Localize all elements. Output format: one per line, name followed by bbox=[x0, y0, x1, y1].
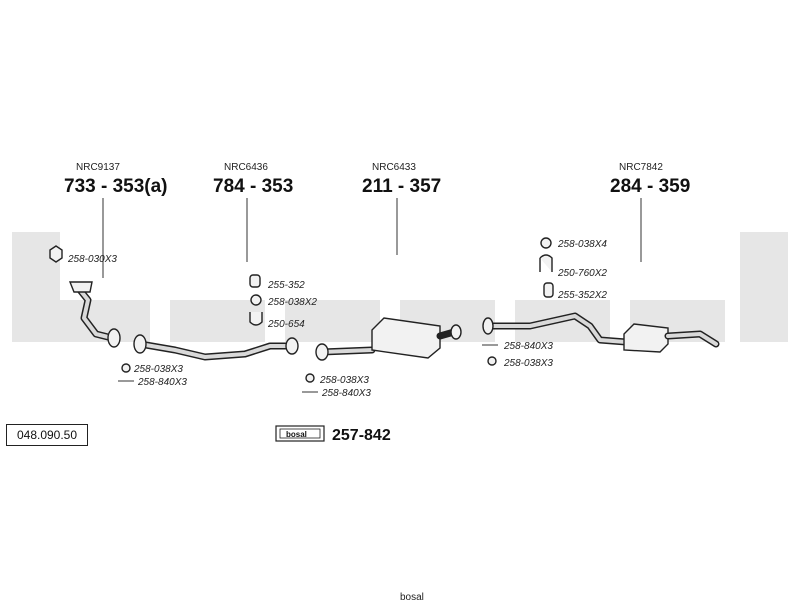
fitting-rear-gasket-top: 258-038X4 bbox=[540, 237, 607, 250]
watermark-bosal: bosal bbox=[12, 232, 788, 600]
fitting-center-bolt: 258-840X3 bbox=[302, 388, 371, 399]
watermark-text: bosal bbox=[400, 592, 424, 600]
fitting-label-front-pipe-bolt: 258-840X3 bbox=[137, 377, 187, 388]
gasket-icon bbox=[540, 237, 552, 249]
fitting-manifold-nut: 258-030X3 bbox=[49, 245, 117, 265]
mounting-kit: bosal 257-842 bbox=[275, 425, 391, 444]
part-number-1: 733 - 353(a) bbox=[64, 176, 168, 197]
rear-pipe-inlet-flange bbox=[482, 317, 494, 335]
fitting-label-rear-gasket-top: 258-038X4 bbox=[557, 239, 607, 250]
center-silencer-outlet-flange bbox=[450, 324, 462, 340]
fitting-rear-bolt: 258-840X3 bbox=[482, 341, 553, 352]
gasket-icon bbox=[487, 356, 497, 366]
fitting-rear-rubber: 255-352X2 bbox=[543, 282, 607, 301]
hex-nut-icon bbox=[49, 245, 63, 263]
fitting-center-gasket: 258-038X3 bbox=[305, 373, 369, 386]
u-clamp-icon bbox=[539, 254, 553, 272]
fitting-label-mid-clamp: 250-654 bbox=[267, 319, 305, 330]
center-silencer-body bbox=[371, 317, 441, 359]
intermediate-pipe-outlet-flange bbox=[285, 337, 299, 355]
fitting-label-center-bolt: 258-840X3 bbox=[321, 388, 371, 399]
reference-number-box: 048.090.50 bbox=[6, 424, 88, 446]
fitting-mid-gasket: 258-038X2 bbox=[250, 294, 317, 308]
fitting-label-mid-rubber: 255-352 bbox=[267, 280, 305, 291]
center-silencer bbox=[315, 317, 462, 361]
oe-code-3: NRC6433 bbox=[372, 162, 416, 173]
fitting-label-front-pipe-gasket: 258-038X3 bbox=[133, 364, 183, 375]
fitting-rear-clamp: 250-760X2 bbox=[539, 254, 607, 279]
part-number-3: 211 - 357 bbox=[362, 176, 441, 197]
part-header-3: NRC6433 211 - 357 bbox=[362, 162, 441, 255]
part-header-4: NRC7842 284 - 359 bbox=[610, 162, 690, 262]
oe-code-2: NRC6436 bbox=[224, 162, 268, 173]
fitting-mid-rubber: 255-352 bbox=[249, 274, 305, 291]
part-number-2: 784 - 353 bbox=[213, 176, 293, 197]
rubber-mount-icon bbox=[249, 274, 261, 288]
part-number-4: 284 - 359 bbox=[610, 176, 690, 197]
oe-code-1: NRC9137 bbox=[76, 162, 120, 173]
rear-section bbox=[482, 312, 720, 353]
rear-silencer-body bbox=[623, 323, 669, 353]
mounting-kit-logo-inner bbox=[279, 428, 321, 439]
front-pipe-flange bbox=[68, 281, 93, 293]
intermediate-pipe bbox=[133, 334, 299, 361]
oe-code-4: NRC7842 bbox=[619, 162, 663, 173]
u-clamp-icon bbox=[249, 312, 263, 326]
front-pipe bbox=[68, 281, 121, 348]
fitting-mid-clamp: 250-654 bbox=[249, 312, 305, 330]
gasket-icon bbox=[121, 363, 131, 373]
rubber-mount-icon bbox=[543, 282, 554, 298]
gasket-icon bbox=[305, 373, 315, 383]
fitting-label-rear-bolt: 258-840X3 bbox=[503, 341, 553, 352]
intermediate-pipe-inlet-flange bbox=[133, 334, 147, 354]
center-silencer-inlet-flange bbox=[315, 343, 329, 361]
fitting-rear-gasket-bottom: 258-038X3 bbox=[487, 356, 553, 369]
fitting-label-rear-clamp: 250-760X2 bbox=[557, 268, 607, 279]
fitting-front-pipe-bolt: 258-840X3 bbox=[118, 377, 187, 388]
fitting-label-rear-gasket-bottom: 258-038X3 bbox=[503, 358, 553, 369]
fitting-front-pipe-gasket: 258-038X3 bbox=[121, 363, 183, 375]
part-header-1: NRC9137 733 - 353(a) bbox=[64, 162, 168, 278]
front-pipe-outlet-flange bbox=[107, 328, 121, 348]
fitting-label-manifold-nut: 258-030X3 bbox=[67, 254, 117, 265]
part-header-2: NRC6436 784 - 353 bbox=[213, 162, 293, 262]
gasket-icon bbox=[250, 294, 262, 306]
fitting-label-center-gasket: 258-038X3 bbox=[319, 375, 369, 386]
mounting-kit-logo: bosal bbox=[286, 430, 307, 439]
fitting-label-mid-gasket: 258-038X2 bbox=[267, 297, 317, 308]
mounting-kit-part-number: 257-842 bbox=[332, 427, 391, 444]
fitting-label-rear-rubber: 255-352X2 bbox=[557, 290, 607, 301]
